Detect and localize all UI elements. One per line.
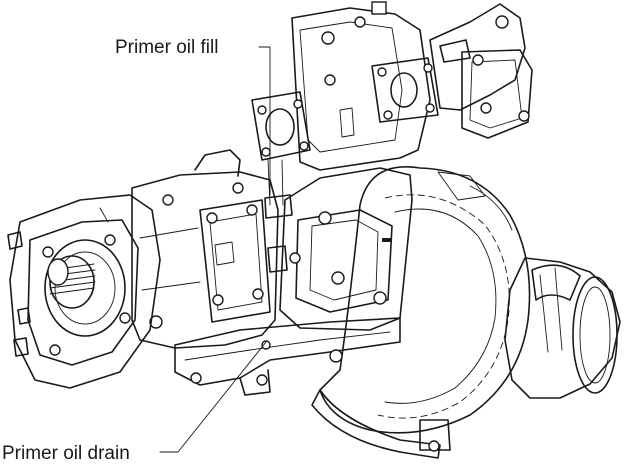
pump-head-housing xyxy=(267,167,413,331)
primer-oil-fill-label: Primer oil fill xyxy=(115,37,219,58)
pump-volute xyxy=(311,166,531,459)
mounting-base xyxy=(174,317,401,396)
drive-input-flange xyxy=(7,194,161,389)
fill-leader-line xyxy=(258,46,271,196)
primer-oil-drain-label: Primer oil drain xyxy=(2,443,130,464)
primer-assembly xyxy=(251,1,533,219)
drain-leader-line xyxy=(159,341,267,453)
callout-leaders xyxy=(159,46,271,453)
discharge-outlet xyxy=(504,257,621,399)
gearbox-housing xyxy=(131,149,279,349)
